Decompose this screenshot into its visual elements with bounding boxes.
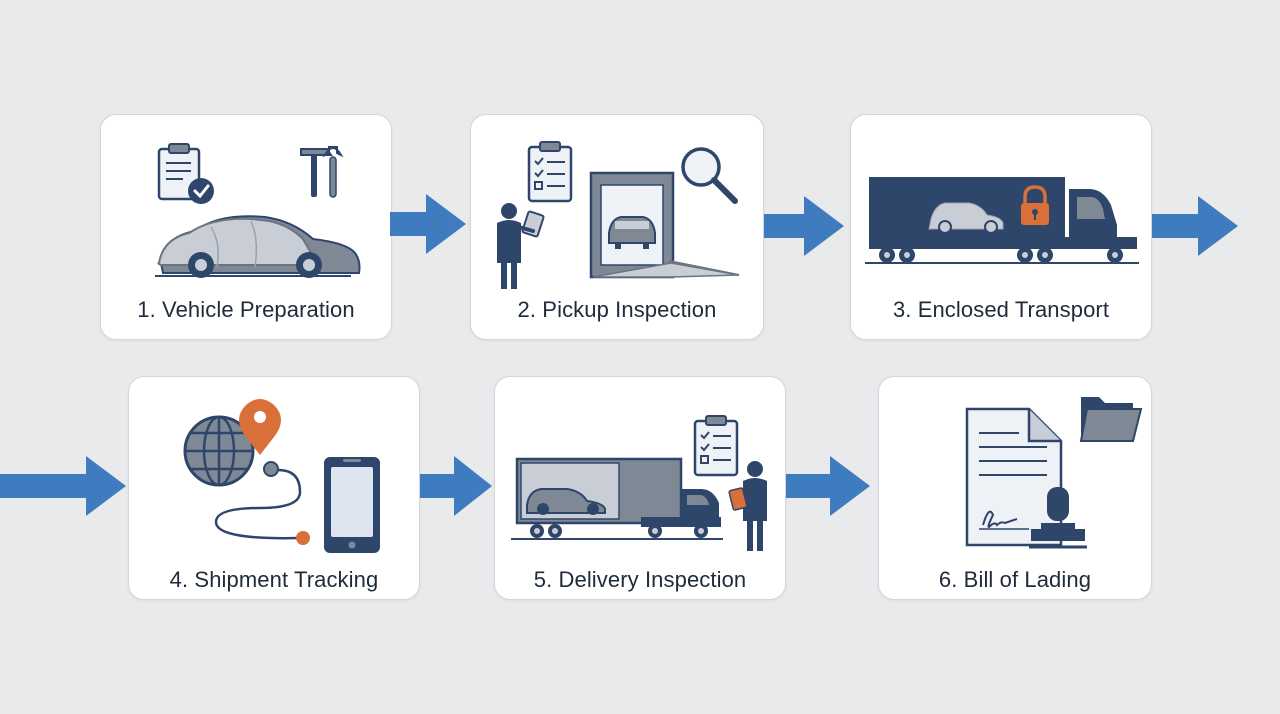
covered-car-icon (155, 215, 361, 278)
clipboard-check-icon (157, 143, 214, 204)
step-label: 6. Bill of Lading (938, 567, 1092, 592)
inspector-tablet-icon (497, 203, 545, 289)
step-label: 1. Vehicle Preparation (137, 297, 355, 322)
flow-arrow (0, 456, 126, 516)
step-1-illustration (155, 143, 361, 278)
step-5-illustration (511, 415, 767, 551)
flow-arrow (420, 456, 492, 516)
hammer-icon (300, 148, 333, 197)
step-3-illustration (865, 177, 1139, 264)
step-card-shipment-tracking: 4. Shipment Tracking (128, 376, 420, 600)
open-trailer-truck-icon (511, 457, 723, 540)
flow-arrow (1152, 196, 1238, 256)
inspector-clipboard-icon (728, 461, 767, 551)
checklist-icon (527, 141, 573, 203)
checklist-icon (693, 415, 739, 477)
step-2-illustration (497, 141, 740, 289)
magnifier-icon (681, 147, 738, 204)
flow-arrow (764, 196, 844, 256)
padlock-icon (1021, 185, 1049, 225)
step-card-bill-of-lading: 6. Bill of Lading (878, 376, 1152, 600)
wrench-icon (322, 146, 344, 198)
location-pin-icon (239, 399, 281, 455)
rubber-stamp-icon (1029, 487, 1087, 549)
step-label: 5. Delivery Inspection (533, 567, 747, 592)
smartphone-icon (324, 457, 380, 553)
truck-ramp-icon (589, 171, 740, 279)
route-icon (214, 461, 310, 545)
folder-icon (1079, 397, 1143, 442)
step-card-delivery-inspection: 5. Delivery Inspection (494, 376, 786, 600)
step-4-illustration (183, 399, 380, 553)
step-card-enclosed-transport: 3. Enclosed Transport (850, 114, 1152, 340)
enclosed-truck-icon (865, 177, 1139, 264)
step-card-vehicle-preparation: 1. Vehicle Preparation (100, 114, 392, 340)
flow-arrow (786, 456, 870, 516)
globe-icon (183, 415, 255, 487)
step-label: 2. Pickup Inspection (517, 297, 717, 322)
step-label: 4. Shipment Tracking (169, 567, 379, 592)
flow-arrow (390, 194, 466, 254)
step-label: 3. Enclosed Transport (892, 297, 1110, 322)
step-6-illustration (965, 397, 1143, 549)
step-card-pickup-inspection: 2. Pickup Inspection (470, 114, 764, 340)
